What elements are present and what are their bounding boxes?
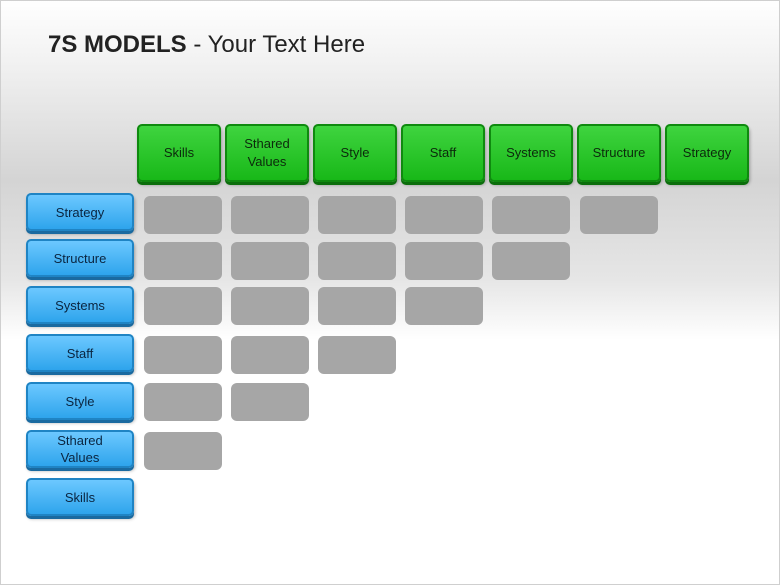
matrix-cell xyxy=(580,196,658,234)
matrix-cell xyxy=(405,242,483,280)
matrix-cell xyxy=(492,242,570,280)
column-header-strategy: Strategy xyxy=(665,124,749,182)
matrix-cell xyxy=(405,196,483,234)
row-header-sthared-values: Sthared Values xyxy=(26,430,134,468)
column-header-systems: Systems xyxy=(489,124,573,182)
title-separator: - xyxy=(186,31,208,58)
matrix-cell xyxy=(144,383,222,421)
matrix-cell xyxy=(492,196,570,234)
matrix-cell xyxy=(231,196,309,234)
matrix-cell xyxy=(318,242,396,280)
matrix-cell xyxy=(231,383,309,421)
row-header-systems: Systems xyxy=(26,286,134,324)
column-header-structure: Structure xyxy=(577,124,661,182)
matrix-cell xyxy=(231,336,309,374)
row-header-structure: Structure xyxy=(26,239,134,277)
page-title: 7S MODELS - Your Text Here xyxy=(48,31,365,59)
column-header-skills: Skills xyxy=(137,124,221,182)
row-header-skills: Skills xyxy=(26,478,134,516)
matrix-cell xyxy=(231,287,309,325)
matrix-cell xyxy=(144,432,222,470)
row-header-strategy: Strategy xyxy=(26,193,134,231)
row-header-style: Style xyxy=(26,382,134,420)
matrix-cell xyxy=(318,287,396,325)
column-header-style: Style xyxy=(313,124,397,182)
matrix-cell xyxy=(231,242,309,280)
title-text: Your Text Here xyxy=(207,31,366,58)
title-bold: 7S MODELS xyxy=(48,31,187,58)
column-header-sthared-values: Sthared Values xyxy=(225,124,309,182)
matrix-cell xyxy=(144,336,222,374)
matrix-cell xyxy=(144,242,222,280)
matrix-cell xyxy=(144,196,222,234)
row-header-staff: Staff xyxy=(26,334,134,372)
matrix-cell xyxy=(318,196,396,234)
matrix-cell xyxy=(405,287,483,325)
column-header-staff: Staff xyxy=(401,124,485,182)
matrix-cell xyxy=(318,336,396,374)
matrix-cell xyxy=(144,287,222,325)
